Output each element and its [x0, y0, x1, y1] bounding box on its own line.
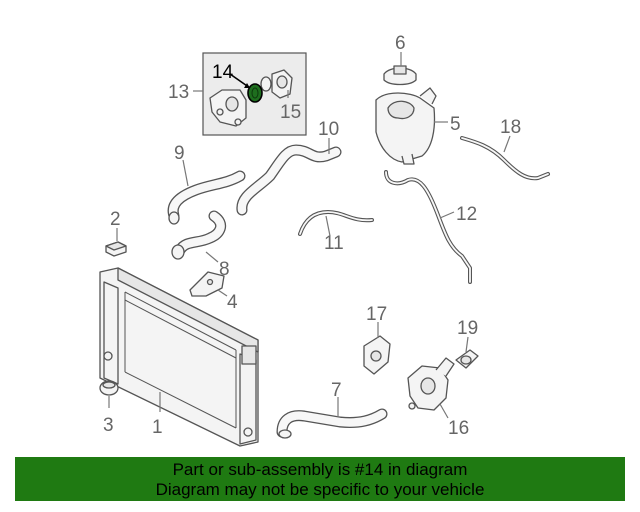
banner-line-part-number: Part or sub-assembly is #14 in diagram [172, 460, 468, 479]
callout-2: 2 [110, 209, 121, 230]
callout-17: 17 [366, 304, 387, 325]
callout-15: 15 [280, 102, 301, 123]
leader-12 [439, 211, 455, 219]
callout-6: 6 [395, 33, 406, 54]
parts-diagram: 1 2 3 4 5 6 7 [99, 33, 550, 447]
leader-9 [182, 159, 189, 187]
callout-12: 12 [456, 204, 477, 225]
highlighted-part-14 [247, 83, 263, 103]
leader-4 [217, 289, 228, 297]
callout-8: 8 [219, 259, 230, 280]
lower-hose-part [276, 408, 388, 439]
callout-16: 16 [448, 418, 469, 439]
gasket-part [363, 335, 391, 375]
bracket-part [105, 241, 127, 257]
radiator-part [99, 267, 259, 447]
callout-7: 7 [331, 380, 342, 401]
leader-14 [229, 73, 251, 89]
radiator-cap-part [99, 380, 119, 396]
hose-9-part [167, 170, 246, 225]
upper-hose-part [236, 144, 342, 216]
callout-5: 5 [450, 114, 461, 135]
coolant-reservoir-part [375, 87, 437, 165]
leader-11 [325, 215, 331, 237]
mount-bracket-part [189, 271, 225, 297]
banner-line-disclaimer: Diagram may not be specific to your vehi… [155, 480, 485, 499]
leader-19 [465, 336, 469, 353]
callout-18: 18 [500, 117, 521, 138]
callout-1: 1 [152, 417, 163, 438]
thermostat-housing-part [407, 357, 455, 411]
notice-banner: Part or sub-assembly is #14 in diagram D… [15, 457, 625, 501]
leader-8 [205, 251, 219, 263]
callout-3: 3 [103, 415, 114, 436]
leader-18 [503, 135, 511, 153]
callout-13: 13 [168, 82, 189, 103]
leader-16 [439, 403, 449, 419]
callout-10: 10 [318, 119, 339, 140]
hose-18-part [460, 136, 550, 181]
reservoir-cap-part [383, 65, 417, 86]
callout-9: 9 [174, 143, 185, 164]
callout-4: 4 [227, 292, 238, 313]
callout-19: 19 [457, 318, 478, 339]
hose-12-part [384, 170, 472, 284]
callout-11: 11 [324, 233, 344, 254]
sensor-part [455, 349, 479, 369]
hose-11-part [298, 210, 374, 236]
hose-8-part [171, 210, 227, 260]
callout-14: 14 [212, 62, 234, 83]
